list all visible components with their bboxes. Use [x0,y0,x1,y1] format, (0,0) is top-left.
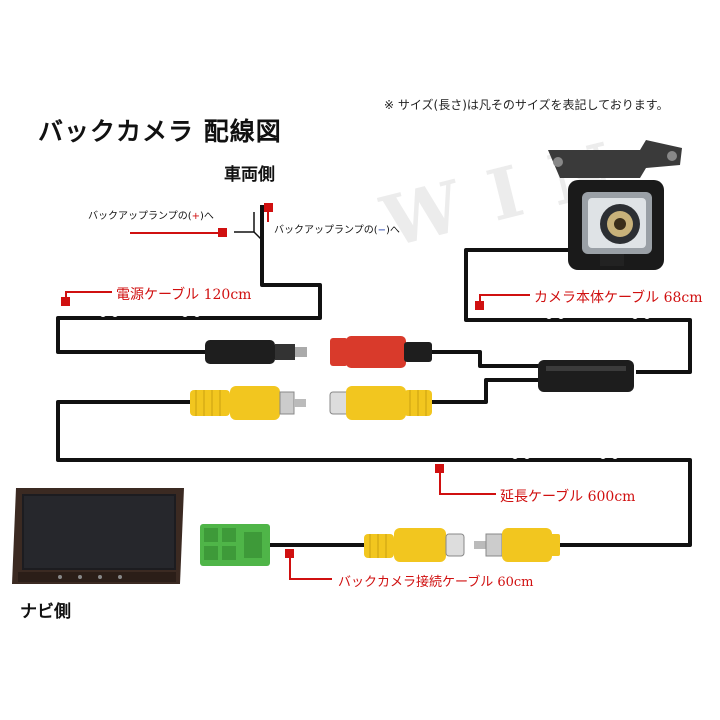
power-cable-label: 電源ケーブル 120cm [116,287,252,303]
dc-power-socket [330,336,432,368]
diagram-title: バックカメラ 配線図 [38,117,282,146]
leader-lines [61,203,530,580]
rca-female-to-junction [432,378,540,404]
vehicle-side-label: 車両側 [224,165,275,185]
rca-plug-upper [190,386,306,420]
navi-monitor [12,488,184,584]
connection-cable-label: バックカメラ接続ケーブル 60cm [338,575,534,590]
dc-power-plug [205,340,307,364]
navi-connector [200,524,270,566]
rca-plug-lower [474,528,560,562]
rca-socket-lower [364,528,465,562]
backup-lamp-plus-label: バックアップランプの(+)へ [88,211,214,222]
power-cable [56,205,322,354]
rca-socket-upper [329,386,432,420]
backup-lamp-leads [234,212,263,248]
break-marks [99,311,651,459]
junction-box [538,360,634,392]
dc-female-to-junction [432,350,540,368]
navi-side-label: ナビ側 [20,602,71,622]
backup-lamp-minus-label: バックアップランプの(−)へ [274,225,400,236]
back-camera [548,140,682,270]
size-note: ※ サイズ(長さ)は凡そのサイズを表記しております。 [384,98,669,112]
camera-body-cable-label: カメラ本体ケーブル 68cm [534,290,703,306]
extension-cable [56,400,692,547]
extension-cable-label: 延長ケーブル 600cm [500,489,636,505]
